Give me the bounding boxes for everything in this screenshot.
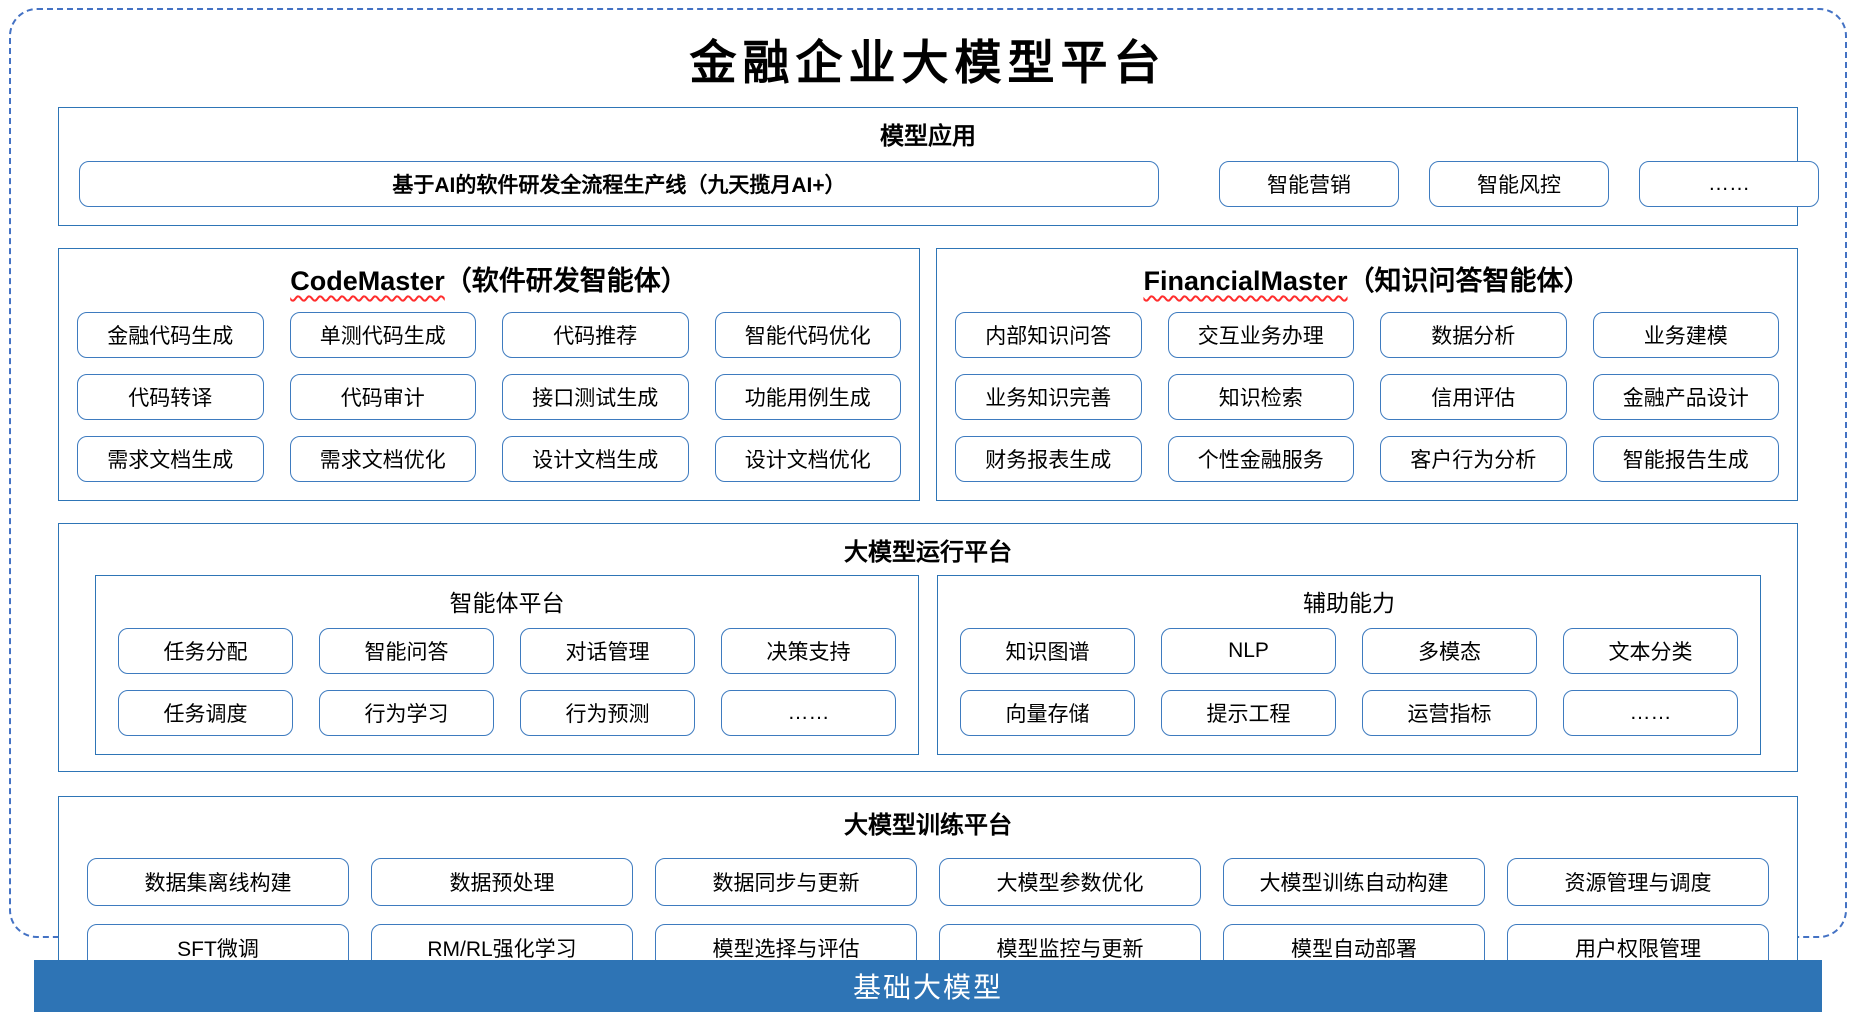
- box-aux-capability: 运营指标: [1362, 690, 1537, 736]
- codemaster-grid: 金融代码生成 单测代码生成 代码推荐 智能代码优化 代码转译 代码审计 接口测试…: [59, 306, 919, 500]
- financialmaster-grid: 内部知识问答 交互业务办理 数据分析 业务建模 业务知识完善 知识检索 信用评估…: [937, 306, 1797, 500]
- box-codemaster-capability: 接口测试生成: [502, 374, 689, 420]
- box-codemaster-capability: 设计文档生成: [502, 436, 689, 482]
- box-codemaster-capability: 智能代码优化: [714, 312, 901, 358]
- box-agent-capability: 任务调度: [118, 690, 293, 736]
- box-financialmaster-capability: 业务知识完善: [955, 374, 1142, 420]
- page-title: 金融企业大模型平台: [689, 36, 1167, 91]
- financialmaster-header: FinancialMaster（知识问答智能体）: [937, 249, 1797, 306]
- box-training-capability: 数据预处理: [371, 858, 633, 906]
- box-financialmaster-capability: 交互业务办理: [1167, 312, 1354, 358]
- box-smart-marketing: 智能营销: [1219, 161, 1399, 207]
- box-ai-dev-pipeline: 基于AI的软件研发全流程生产线（九天揽月AI+）: [79, 161, 1159, 207]
- financialmaster-suffix: （知识问答智能体）: [1347, 266, 1591, 296]
- box-codemaster-capability: 单测代码生成: [289, 312, 476, 358]
- box-financialmaster-capability: 客户行为分析: [1380, 436, 1567, 482]
- box-agent-capability: ……: [721, 690, 896, 736]
- section-financialmaster: FinancialMaster（知识问答智能体） 内部知识问答 交互业务办理 数…: [936, 248, 1798, 501]
- box-codemaster-capability: 需求文档优化: [289, 436, 476, 482]
- box-agent-capability: 对话管理: [520, 628, 695, 674]
- box-smart-risk-control: 智能风控: [1429, 161, 1609, 207]
- box-financialmaster-capability: 金融产品设计: [1592, 374, 1779, 420]
- training-platform-header: 大模型训练平台: [844, 812, 1012, 839]
- codemaster-suffix: （软件研发智能体）: [444, 266, 688, 296]
- box-financialmaster-capability: 智能报告生成: [1592, 436, 1779, 482]
- box-financialmaster-capability: 信用评估: [1380, 374, 1567, 420]
- box-training-capability: 数据同步与更新: [655, 858, 917, 906]
- agent-platform-header: 智能体平台: [449, 590, 565, 616]
- box-financialmaster-capability: 内部知识问答: [955, 312, 1142, 358]
- box-agent-capability: 行为预测: [520, 690, 695, 736]
- box-training-capability: 大模型参数优化: [939, 858, 1201, 906]
- box-agent-capability: 行为学习: [319, 690, 494, 736]
- subsection-aux-capability: 辅助能力 知识图谱 NLP 多模态 文本分类 向量存储 提示工程 运营指标 ……: [937, 575, 1761, 755]
- box-aux-capability: 知识图谱: [960, 628, 1135, 674]
- box-aux-capability: 文本分类: [1563, 628, 1738, 674]
- box-agent-capability: 决策支持: [721, 628, 896, 674]
- box-aux-capability: 提示工程: [1161, 690, 1336, 736]
- runtime-platform-header: 大模型运行平台: [844, 539, 1012, 566]
- codemaster-header: CodeMaster（软件研发智能体）: [59, 249, 919, 306]
- foundation-model-bar: 基础大模型: [34, 960, 1822, 1012]
- box-financialmaster-capability: 数据分析: [1380, 312, 1567, 358]
- runtime-columns: 智能体平台 任务分配 智能问答 对话管理 决策支持 任务调度 行为学习 行为预测…: [59, 573, 1797, 755]
- box-financialmaster-capability: 个性金融服务: [1167, 436, 1354, 482]
- box-financialmaster-capability: 知识检索: [1167, 374, 1354, 420]
- box-codemaster-capability: 设计文档优化: [714, 436, 901, 482]
- box-training-capability: 数据集离线构建: [87, 858, 349, 906]
- box-financialmaster-capability: 业务建模: [1592, 312, 1779, 358]
- model-application-row: 基于AI的软件研发全流程生产线（九天揽月AI+） 智能营销 智能风控 ……: [59, 157, 1819, 225]
- box-agent-capability: 智能问答: [319, 628, 494, 674]
- agent-platform-grid: 任务分配 智能问答 对话管理 决策支持 任务调度 行为学习 行为预测 ……: [96, 624, 918, 754]
- box-codemaster-capability: 代码审计: [289, 374, 476, 420]
- aux-capability-grid: 知识图谱 NLP 多模态 文本分类 向量存储 提示工程 运营指标 ……: [938, 624, 1760, 754]
- box-codemaster-capability: 功能用例生成: [714, 374, 901, 420]
- box-aux-capability: ……: [1563, 690, 1738, 736]
- diagram-content: 金融企业大模型平台 模型应用 基于AI的软件研发全流程生产线（九天揽月AI+） …: [58, 36, 1819, 995]
- section-model-application: 模型应用 基于AI的软件研发全流程生产线（九天揽月AI+） 智能营销 智能风控 …: [58, 107, 1819, 226]
- box-codemaster-capability: 代码推荐: [502, 312, 689, 358]
- box-codemaster-capability: 需求文档生成: [77, 436, 264, 482]
- box-aux-capability: 多模态: [1362, 628, 1537, 674]
- financialmaster-name: FinancialMaster: [1143, 266, 1348, 296]
- model-application-header: 模型应用: [880, 123, 976, 150]
- training-grid: 数据集离线构建 数据预处理 数据同步与更新 大模型参数优化 大模型训练自动构建 …: [59, 846, 1797, 994]
- box-training-capability: 资源管理与调度: [1507, 858, 1769, 906]
- box-financialmaster-capability: 财务报表生成: [955, 436, 1142, 482]
- box-codemaster-capability: 代码转译: [77, 374, 264, 420]
- section-codemaster: CodeMaster（软件研发智能体） 金融代码生成 单测代码生成 代码推荐 智…: [58, 248, 920, 501]
- aux-capability-header: 辅助能力: [1303, 590, 1395, 616]
- box-aux-capability: NLP: [1161, 628, 1336, 674]
- agents-row: CodeMaster（软件研发智能体） 金融代码生成 单测代码生成 代码推荐 智…: [58, 248, 1798, 501]
- box-training-capability: 大模型训练自动构建: [1223, 858, 1485, 906]
- box-codemaster-capability: 金融代码生成: [77, 312, 264, 358]
- section-runtime-platform: 大模型运行平台 智能体平台 任务分配 智能问答 对话管理 决策支持 任务调度 行…: [58, 523, 1798, 772]
- box-app-ellipsis: ……: [1639, 161, 1819, 207]
- subsection-agent-platform: 智能体平台 任务分配 智能问答 对话管理 决策支持 任务调度 行为学习 行为预测…: [95, 575, 919, 755]
- box-aux-capability: 向量存储: [960, 690, 1135, 736]
- box-agent-capability: 任务分配: [118, 628, 293, 674]
- codemaster-name: CodeMaster: [290, 266, 445, 296]
